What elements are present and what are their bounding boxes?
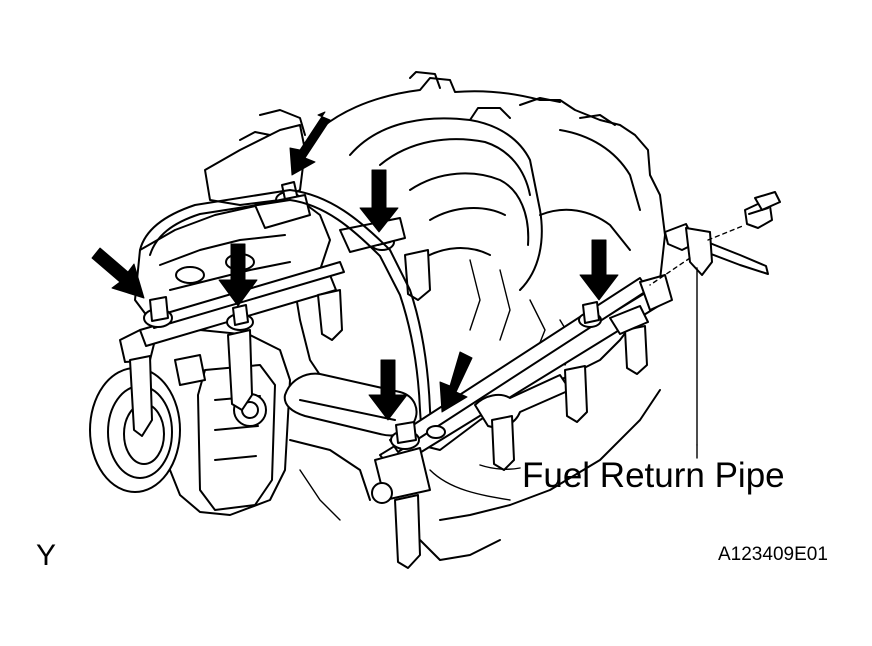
union-bolt-icon — [744, 191, 781, 229]
arrow-icon-3 — [91, 247, 145, 299]
left-fuel-rail — [129, 181, 431, 437]
fuel-return-pipe — [649, 223, 769, 286]
arrow-icon-6 — [368, 359, 408, 421]
right-fuel-rail — [371, 274, 673, 569]
fuel-pipe-loop — [139, 189, 433, 441]
throttle-body — [89, 329, 291, 516]
callout-leader — [429, 267, 698, 501]
engine-block-lower — [289, 389, 661, 561]
arrow-icon-7 — [439, 351, 473, 413]
arrow-icon-4 — [218, 243, 258, 307]
arrow-icon-2 — [359, 169, 399, 233]
view-letter: Y — [36, 539, 57, 572]
figure-id: A123409E01 — [718, 544, 828, 565]
fuel-return-pipe-label: Fuel Return Pipe — [522, 456, 785, 495]
arrow-icon-5 — [579, 239, 619, 301]
arrow-icon-1 — [289, 111, 331, 176]
bolt-location-arrows — [91, 111, 619, 421]
